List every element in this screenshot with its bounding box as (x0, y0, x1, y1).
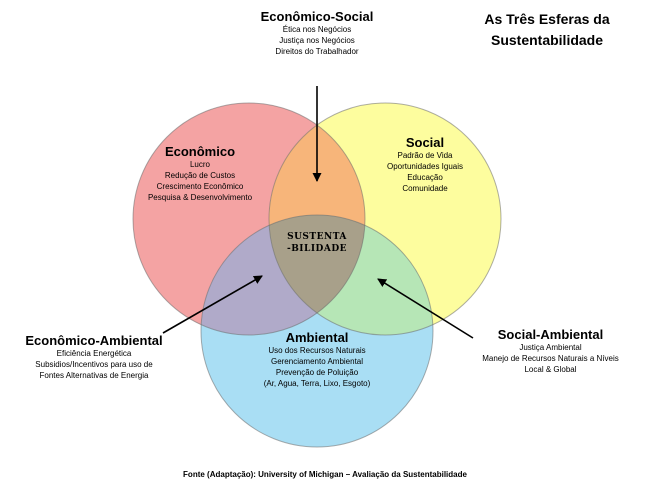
social-list: Padrão de Vida Oportunidades Iguais Educ… (365, 150, 485, 194)
social-block: Social Padrão de Vida Oportunidades Igua… (365, 135, 485, 194)
economico-ambiental-list: Eficiência Energética Subsidios/Incentiv… (4, 348, 184, 381)
economico-ambiental-block: Econômico-Ambiental Eficiência Energétic… (4, 333, 184, 381)
list-item: Justiça nos Negócios (279, 36, 355, 45)
page-title: As Três Esferas da Sustentabilidade (484, 11, 610, 48)
ambiental-block: Ambiental Uso dos Recursos Naturais Gere… (242, 330, 392, 389)
list-item: Padrão de Vida (397, 151, 453, 160)
list-item: Manejo de Recursos Naturais a Níveis (482, 354, 619, 363)
list-item: Local & Global (524, 365, 577, 374)
economico-ambiental-title: Econômico-Ambiental (25, 333, 163, 348)
list-item: Redução de Custos (164, 171, 236, 180)
list-item: Fontes Alternativas de Energia (39, 371, 149, 380)
economico-list: Lucro Redução de Custos Crescimento Econ… (125, 159, 275, 203)
economico-title: Econômico (164, 144, 236, 159)
list-item: Lucro (189, 160, 210, 169)
list-item: (Ar, Agua, Terra, Lixo, Esgoto) (263, 379, 371, 388)
economico-social-title: Econômico-Social (260, 9, 374, 24)
list-item: Crescimento Econômico (156, 182, 244, 191)
arrow-social-ambiental (377, 278, 474, 339)
list-item: Justiça Ambiental (519, 343, 582, 352)
social-ambiental-block: Social-Ambiental Justiça Ambiental Manej… (458, 327, 643, 375)
economico-block: Econômico Lucro Redução de Custos Cresci… (125, 144, 275, 203)
social-ambiental-list: Justiça Ambiental Manejo de Recursos Nat… (458, 342, 643, 375)
sustentabilidade-label: SUSTENTA-BILIDADE (286, 232, 348, 254)
social-title: Social (405, 135, 445, 150)
list-item: Prevenção de Poluição (275, 368, 359, 377)
economico-social-block: Econômico-Social Ética nos Negócios Just… (237, 9, 397, 57)
list-item: Subsidios/Incentivos para uso de (35, 360, 153, 369)
list-item: Eficiência Energética (56, 349, 132, 358)
social-ambiental-title: Social-Ambiental (497, 327, 604, 342)
arrow-economico-ambiental (162, 275, 263, 334)
list-item: Comunidade (402, 184, 448, 193)
list-item: Educação (407, 173, 443, 182)
source-credit: Fonte (Adaptação): University of Michiga… (183, 470, 467, 479)
economico-social-list: Ética nos Negócios Justiça nos Negócios … (237, 24, 397, 57)
ambiental-title: Ambiental (285, 330, 349, 345)
ambiental-list: Uso dos Recursos Naturais Gerenciamento … (242, 345, 392, 389)
list-item: Uso dos Recursos Naturais (268, 346, 366, 355)
list-item: Oportunidades Iguais (386, 162, 464, 171)
list-item: Ética nos Negócios (282, 25, 352, 34)
list-item: Gerenciamento Ambiental (270, 357, 364, 366)
list-item: Pesquisa & Desenvolvimento (147, 193, 253, 202)
list-item: Direitos do Trabalhador (275, 47, 359, 56)
